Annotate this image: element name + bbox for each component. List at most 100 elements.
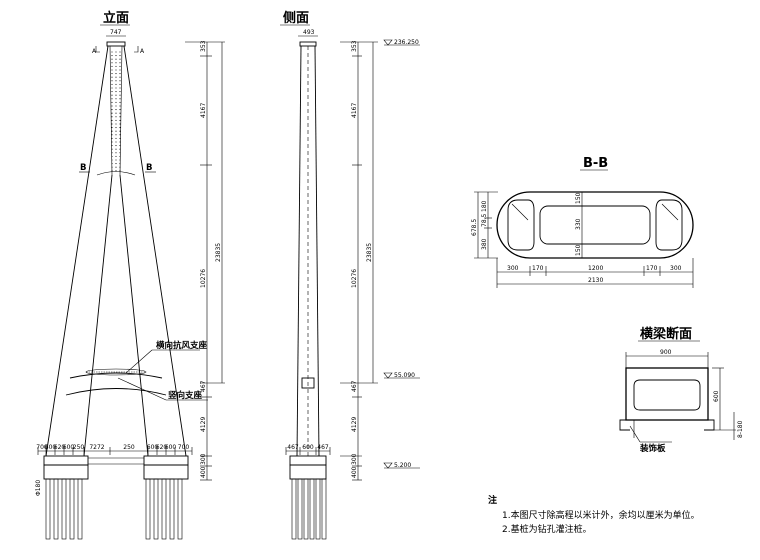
- side-r7: 400: [351, 466, 358, 478]
- anchor-dot: [111, 148, 113, 150]
- anchor-dot: [115, 166, 117, 168]
- anchor-dot: [115, 119, 117, 121]
- anchor-dot: [115, 130, 117, 132]
- anchor-dot: [111, 155, 113, 157]
- pile: [315, 478, 321, 540]
- front-elevation: 立面 747 A A B B: [35, 10, 225, 540]
- anchor-dot: [115, 80, 117, 82]
- side-bottom-dim: 467: [317, 444, 329, 451]
- front-bottom-dim: 700: [36, 444, 48, 451]
- anchor-dot: [119, 119, 121, 121]
- anchor-dot: [115, 105, 117, 107]
- anchor-dot: [111, 123, 113, 125]
- anchor-dot: [111, 130, 113, 132]
- bb-i2: 330: [575, 218, 582, 230]
- bb-h3: 380: [481, 238, 488, 250]
- anchor-dot: [119, 109, 121, 111]
- anchor-dot: [119, 141, 121, 143]
- pile: [61, 478, 67, 540]
- front-total: 23835: [215, 243, 222, 262]
- side-r5: 4129: [351, 417, 358, 432]
- anchor-dot: [111, 109, 113, 111]
- elev-top: 236.250: [394, 39, 419, 46]
- anchor-dot: [119, 170, 121, 172]
- anchor-dot: [115, 123, 117, 125]
- anchor-dot: [115, 62, 117, 64]
- pile: [169, 478, 175, 540]
- anchor-dot: [111, 105, 113, 107]
- anchor-dot: [115, 69, 117, 71]
- side-r6: 300: [351, 453, 358, 465]
- bb-total: 2130: [588, 277, 603, 284]
- front-r6: 300: [200, 453, 207, 465]
- bb-w1: 300: [507, 265, 519, 272]
- pile: [297, 478, 303, 540]
- bb-h1: 180: [481, 200, 488, 212]
- anchor-dot: [111, 62, 113, 64]
- pile: [321, 478, 327, 540]
- anchor-dot: [111, 94, 113, 96]
- side-top-width: 493: [303, 29, 315, 36]
- elev-base: 5.200: [394, 462, 411, 469]
- anchor-dot: [111, 87, 113, 89]
- notes-line-2: 2.基桩为钻孔灌注桩。: [502, 523, 592, 535]
- pile: [303, 478, 309, 540]
- anchor-dot: [119, 51, 121, 53]
- anchor-dot: [115, 155, 117, 157]
- anchor-dot: [111, 80, 113, 82]
- front-bottom-dim: 700: [178, 444, 190, 451]
- pile: [177, 478, 183, 540]
- pile-dia: Φ180: [35, 480, 42, 496]
- bb-w5: 300: [670, 265, 682, 272]
- notes: 注 1.本图尺寸除高程以米计外，余均以厘米为单位。 2.基桩为钻孔灌注桩。: [488, 494, 700, 535]
- anchor-dot: [115, 141, 117, 143]
- beam-width: 900: [660, 349, 672, 356]
- front-bottom-dim: 620: [156, 444, 168, 451]
- vertical-bearing-label: 竖向支座: [168, 390, 203, 401]
- bb-w3: 1200: [588, 265, 603, 272]
- side-r3: 10276: [351, 269, 358, 288]
- anchor-dot: [119, 58, 121, 60]
- anchor-dot: [119, 69, 121, 71]
- anchor-dot: [119, 112, 121, 114]
- anchor-dot: [119, 105, 121, 107]
- front-bottom-dim: 7272: [89, 444, 104, 451]
- anchor-dot: [119, 159, 121, 161]
- anchor-dot: [119, 134, 121, 136]
- front-bottom-dim: 600: [147, 444, 159, 451]
- section-a-right: A: [140, 48, 145, 55]
- front-heading: 立面: [103, 10, 129, 26]
- side-heading: 侧面: [283, 10, 309, 26]
- beam-heading: 横梁断面: [640, 326, 692, 342]
- anchor-dot: [111, 73, 113, 75]
- anchor-dot: [111, 76, 113, 78]
- anchor-dot: [119, 101, 121, 103]
- side-total: 23835: [366, 243, 373, 262]
- beam-height: 600: [713, 390, 720, 402]
- side-r2: 4167: [351, 103, 358, 118]
- anchor-dot: [115, 112, 117, 114]
- anchor-dot: [115, 134, 117, 136]
- bb-heading: B-B: [583, 156, 608, 171]
- anchor-dot: [115, 159, 117, 161]
- anchor-dot: [111, 51, 113, 53]
- section-b-left: B: [80, 163, 86, 173]
- anchor-dot: [111, 170, 113, 172]
- anchor-dot: [119, 130, 121, 132]
- anchor-dot: [111, 137, 113, 139]
- anchor-dot: [111, 152, 113, 154]
- anchor-dot: [115, 51, 117, 53]
- side-r4: 467: [351, 380, 358, 392]
- front-r2: 4167: [200, 103, 207, 118]
- anchor-dot: [115, 170, 117, 172]
- anchor-dot: [119, 166, 121, 168]
- pile: [77, 478, 83, 540]
- front-bottom-dim: 600: [45, 444, 57, 451]
- anchor-dot: [115, 98, 117, 100]
- anchor-dot: [119, 163, 121, 165]
- front-r4: 467: [200, 380, 207, 392]
- anchor-dot: [111, 134, 113, 136]
- front-r3: 10276: [200, 269, 207, 288]
- pile: [309, 478, 315, 540]
